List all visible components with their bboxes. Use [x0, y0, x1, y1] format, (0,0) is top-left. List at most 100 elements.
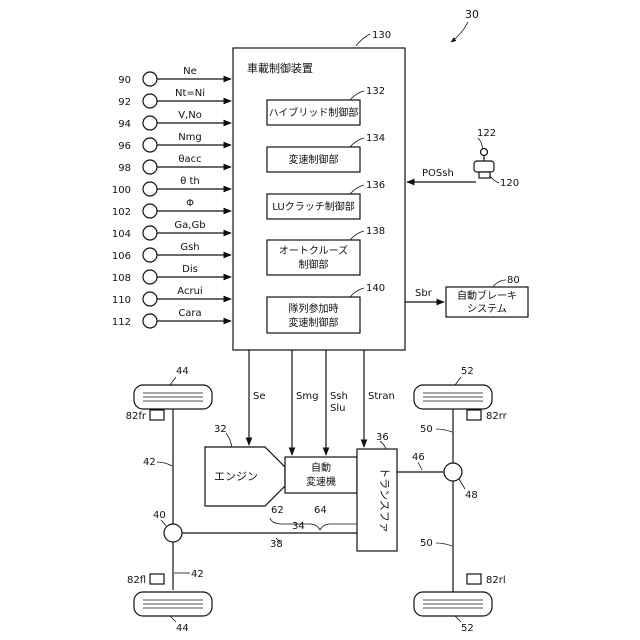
- shift-knob-icon: [481, 149, 488, 156]
- front-left-wheel-ref: 44: [176, 623, 189, 634]
- sensor-signal-label: Cara: [178, 308, 201, 319]
- wheel-speed-sensor-rl-icon: [467, 574, 481, 584]
- sensor-row: 94 V,No: [118, 110, 231, 130]
- sensor-ref: 104: [112, 229, 131, 240]
- rear-axle-upper-leader: [436, 429, 452, 432]
- sensor-ref: 110: [112, 295, 131, 306]
- sbr-signal-label: Sbr: [415, 288, 433, 299]
- slu-signal-label: Slu: [330, 403, 345, 414]
- wheel-speed-sensor-rr-ref: 82rr: [486, 411, 508, 422]
- transmission-group-brace: [270, 518, 366, 530]
- controller-title: 車載制御装置: [247, 61, 313, 75]
- sensor-circle: [143, 314, 157, 328]
- front-left-wheel-leader: [170, 616, 176, 622]
- sensor-row: 104 Ga,Gb: [112, 220, 231, 240]
- sensor-ref: 92: [118, 97, 131, 108]
- sensor-signal-label: θ th: [180, 176, 200, 187]
- sensor-circle: [143, 160, 157, 174]
- sensor-circle: [143, 116, 157, 130]
- sensor-inputs: 90 Ne 92 Nt=Ni 94 V,No 96 Nmg 98 θac: [112, 66, 231, 328]
- rear-axle-lower-ref: 50: [420, 538, 433, 549]
- sensor-signal-label: Ne: [183, 66, 197, 77]
- sensor-signal-label: Acrui: [177, 286, 202, 297]
- sensor-row: 90 Ne: [118, 66, 231, 86]
- rear-differential-icon: [444, 463, 462, 481]
- transfer-label: トランスファ: [378, 467, 391, 533]
- sensor-row: 100 θ th: [112, 176, 231, 196]
- module-hybrid-ref: 132: [366, 86, 385, 97]
- sensor-signal-label: Nmg: [178, 132, 202, 143]
- rear-left-wheel-ref: 52: [461, 623, 474, 634]
- brake-system-ref: 80: [507, 275, 520, 286]
- controller-ref: 130: [372, 30, 391, 41]
- front-differential-ref: 40: [153, 510, 166, 521]
- posh-signal-label: POSsh: [422, 168, 454, 179]
- sensor-ref: 102: [112, 207, 131, 218]
- sensor-ref: 108: [112, 273, 131, 284]
- controller-ref-leader: [356, 34, 370, 46]
- module-lu-clutch-label: LUクラッチ制御部: [272, 200, 354, 213]
- sensor-row: 102 Φ: [112, 198, 231, 218]
- rear-left-wheel-leader: [455, 616, 461, 622]
- sensor-signal-label: Gsh: [180, 242, 199, 253]
- smg-signal-label: Smg: [296, 391, 318, 402]
- sensor-ref: 90: [118, 75, 131, 86]
- sensor-ref: 100: [112, 185, 131, 196]
- brake-system-leader: [493, 280, 506, 287]
- stran-signal-label: Stran: [368, 391, 395, 402]
- wheel-speed-sensor-rr-icon: [467, 410, 481, 420]
- brake-system-label-1: 自動ブレーキ: [457, 289, 517, 302]
- sensor-circle: [143, 204, 157, 218]
- transmission-part-a-ref: 62: [271, 505, 284, 516]
- sensor-row: 110 Acrui: [112, 286, 231, 306]
- sensor-circle: [143, 270, 157, 284]
- shift-lever-leader: [490, 176, 499, 183]
- sensor-row: 106 Gsh: [112, 242, 231, 262]
- front-axle-upper-ref: 42: [143, 457, 156, 468]
- sensor-ref: 96: [118, 141, 131, 152]
- rear-right-wheel-ref: 52: [461, 366, 474, 377]
- module-platoon-shift-label-1: 隊列参加時: [289, 302, 339, 315]
- sensor-circle: [143, 292, 157, 306]
- se-signal-label: Se: [253, 391, 266, 402]
- shift-knob-leader: [478, 138, 483, 150]
- transmission-label-1: 自動: [311, 461, 331, 474]
- engine-leader: [226, 433, 232, 447]
- wheel-speed-sensor-fl-icon: [150, 574, 164, 584]
- sensor-signal-label: Nt=Ni: [175, 88, 205, 99]
- sensor-signal-label: Ga,Gb: [174, 220, 205, 231]
- sensor-circle: [143, 94, 157, 108]
- sensor-ref: 98: [118, 163, 131, 174]
- sensor-circle: [143, 72, 157, 86]
- sensor-row: 98 θacc: [118, 154, 231, 174]
- module-lu-clutch-ref: 136: [366, 180, 385, 191]
- front-right-wheel-ref: 44: [176, 366, 189, 377]
- module-auto-cruise-label-2: 制御部: [299, 258, 329, 271]
- sensor-ref: 106: [112, 251, 131, 262]
- transmission-label-2: 変速機: [306, 475, 336, 488]
- wheel-speed-sensor-fr-ref: 82fr: [126, 411, 147, 422]
- sensor-circle: [143, 138, 157, 152]
- module-hybrid-label: ハイブリッド制御部: [269, 106, 359, 119]
- rear-propeller-leader: [418, 462, 422, 470]
- shift-lever-base-icon: [479, 172, 490, 178]
- wheel-speed-sensor-fr-icon: [150, 410, 164, 420]
- shift-knob-ref: 122: [477, 128, 496, 139]
- sensor-circle: [143, 226, 157, 240]
- module-auto-cruise-label-1: オートクルーズ: [279, 244, 348, 257]
- sensor-ref: 112: [112, 317, 131, 328]
- sensor-row: 112 Cara: [112, 308, 231, 328]
- front-differential-icon: [164, 524, 182, 542]
- shift-lever-head-icon: [474, 161, 494, 172]
- wheel-speed-sensor-fl-ref: 82fl: [127, 575, 146, 586]
- engine-label: エンジン: [214, 470, 258, 483]
- sensor-signal-label: Dis: [182, 264, 198, 275]
- rear-differential-ref: 48: [465, 490, 478, 501]
- transmission-group-ref: 34: [292, 521, 305, 532]
- rear-right-wheel-leader: [455, 377, 461, 385]
- figure-ref-leader: [451, 22, 468, 42]
- figure-ref-label: 30: [465, 8, 479, 21]
- shift-lever: 122 120 POSsh: [407, 128, 519, 189]
- front-axle-lower-ref: 42: [191, 569, 204, 580]
